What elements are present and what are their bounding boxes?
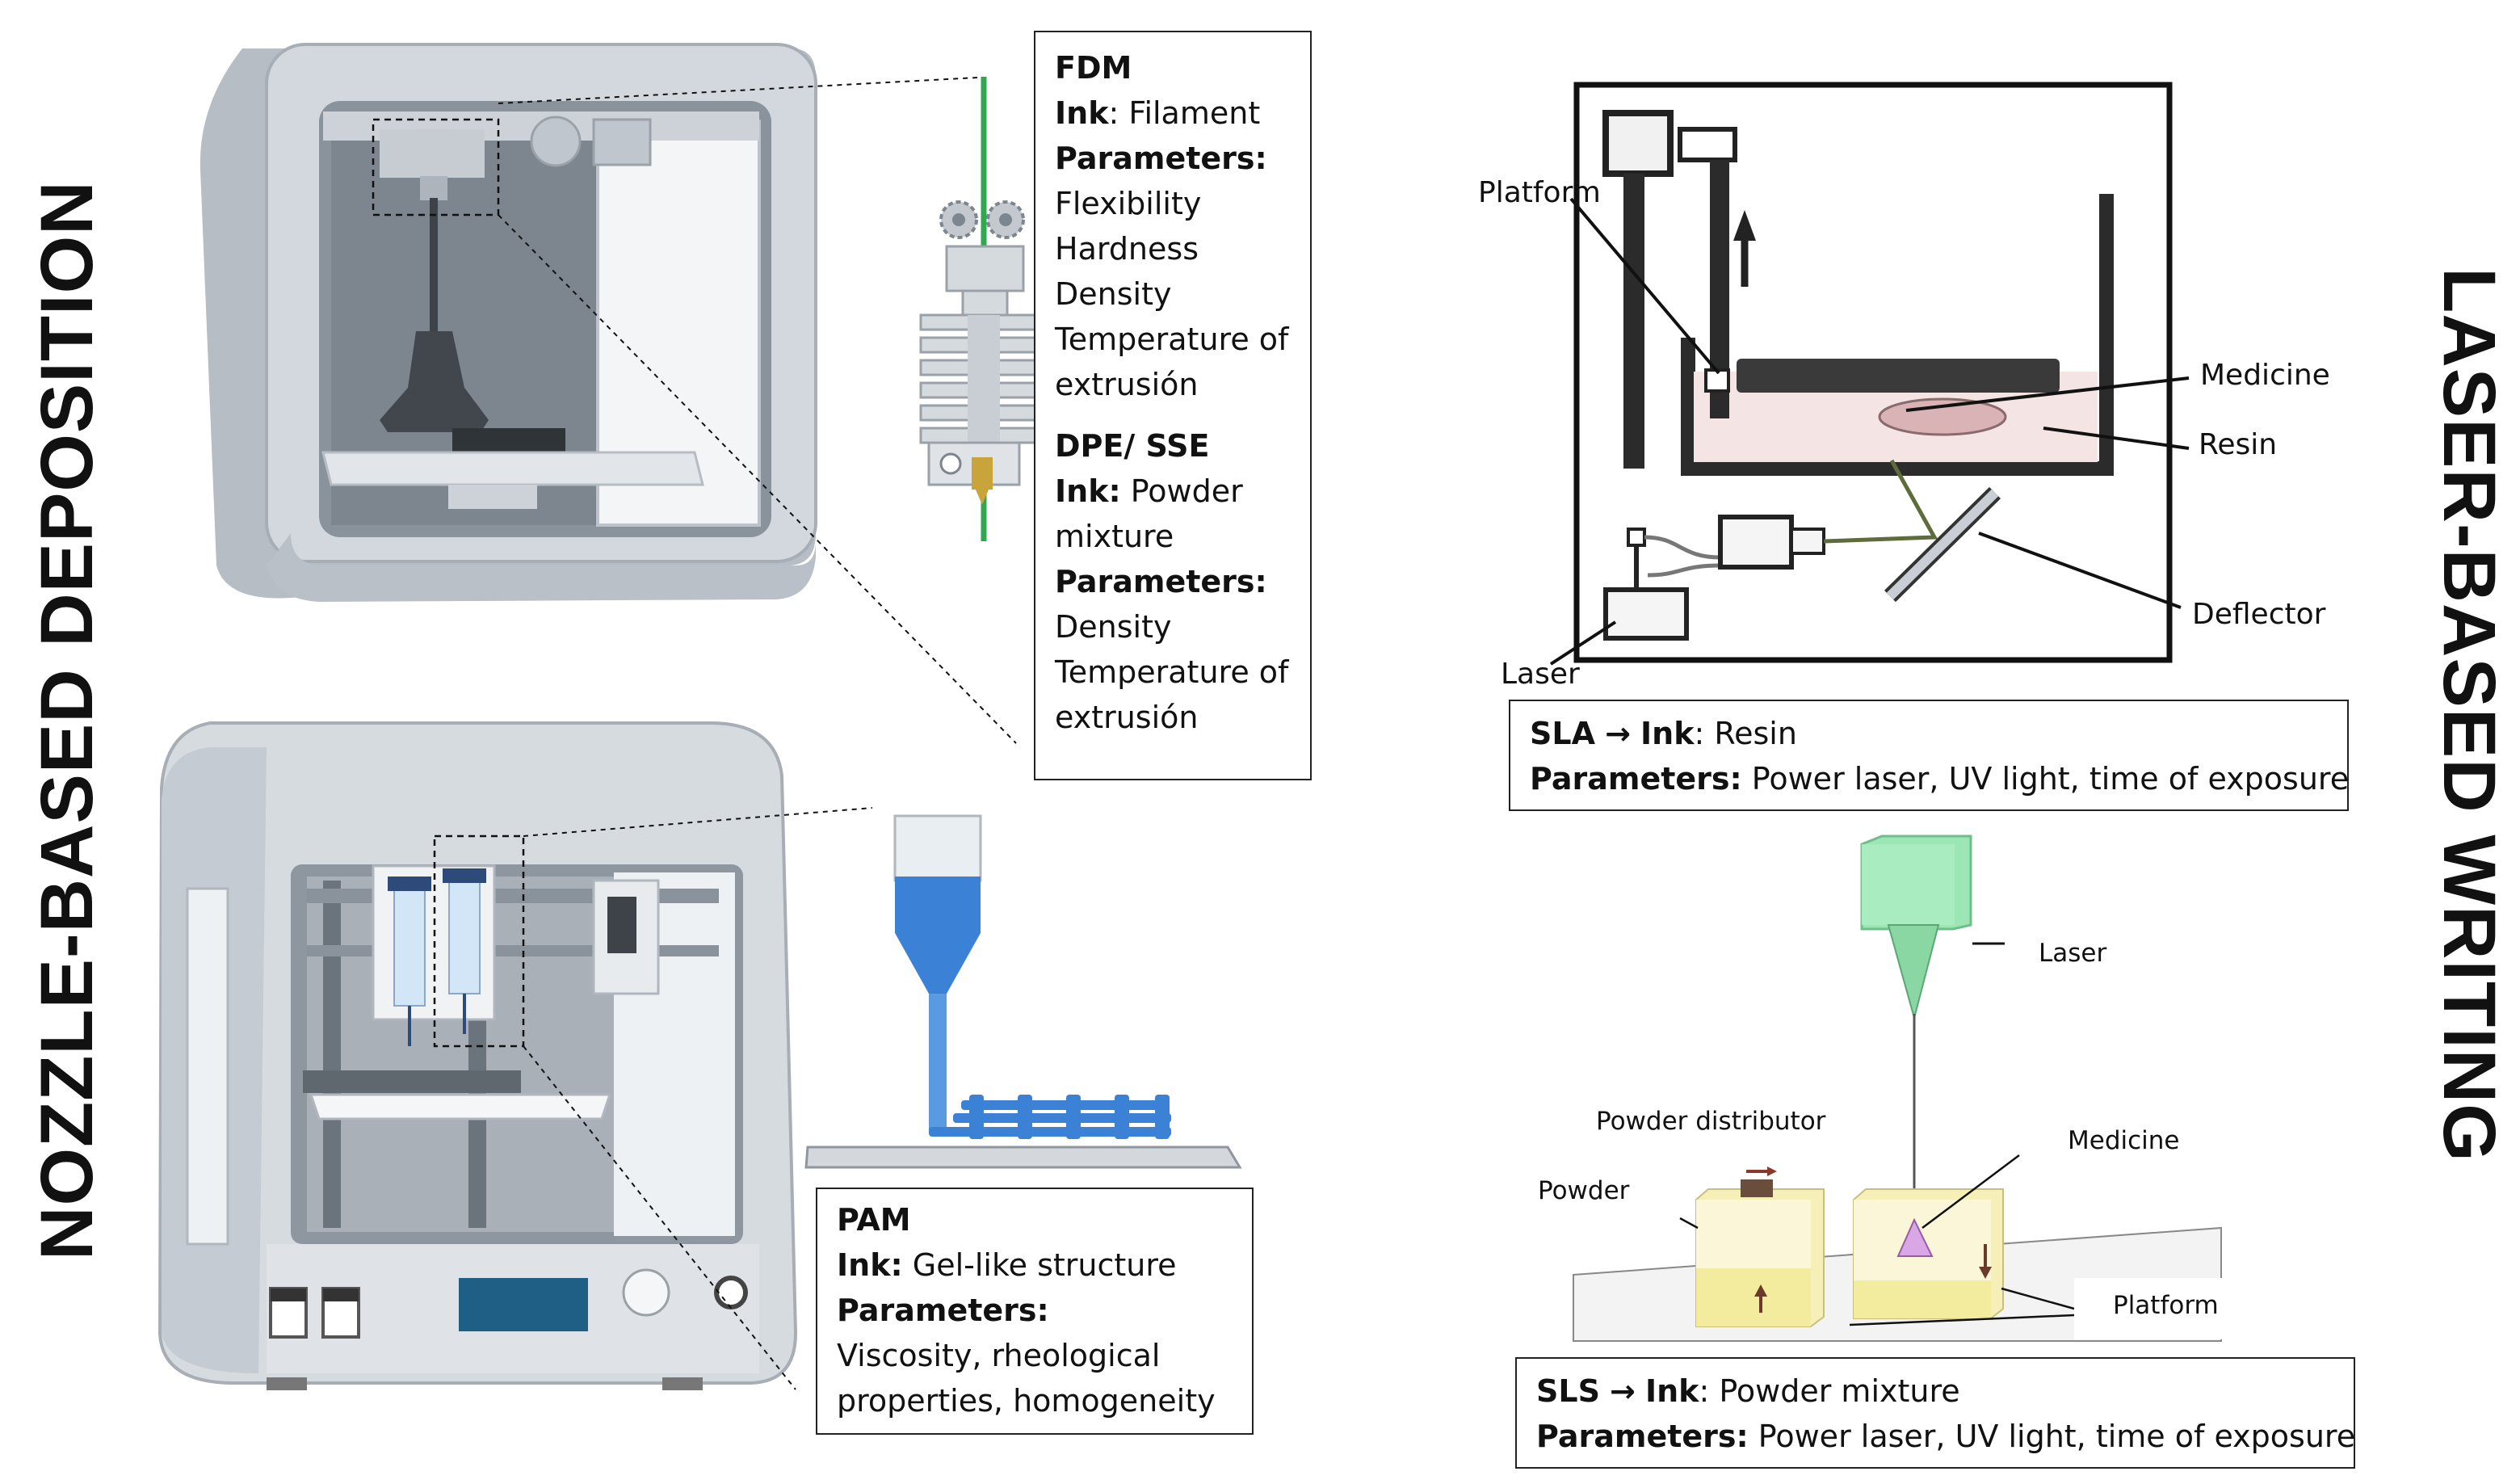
sla-title: SLA — [1530, 716, 1595, 751]
sla-platform-label: Platform — [1478, 176, 1601, 209]
sls-params-value: Power laser, UV light, time of exposure — [1748, 1419, 2356, 1454]
sla-params-label: Parameters: — [1530, 761, 1742, 797]
fdm-ink-label: Ink — [1055, 95, 1109, 131]
fdm-title: FDM — [1055, 50, 1132, 86]
sla-laser-label: Laser — [1501, 658, 1580, 691]
dpe-params-label: Parameters: — [1055, 564, 1267, 599]
dpe-param-2: extrusión — [1055, 700, 1199, 735]
sls-info-box: SLS → Ink: Powder mixture Parameters: Po… — [1515, 1357, 2355, 1469]
fdm-ink-line: Ink: Filament — [1055, 90, 1310, 136]
dpe-param-1: Temperature of — [1055, 654, 1289, 690]
pam-params-label: Parameters: — [837, 1293, 1049, 1328]
pam-ink-value: Gel-like structure — [902, 1247, 1177, 1283]
sls-powder-label: Powder — [1538, 1176, 1630, 1205]
sls-ink-label: Ink — [1644, 1373, 1699, 1409]
sls-diagram — [1573, 834, 2224, 1342]
fdm-params-label: Parameters: — [1055, 141, 1267, 176]
sls-title: SLS — [1536, 1373, 1600, 1409]
sls-laser-label: Laser — [2039, 939, 2107, 968]
sla-deflector-label: Deflector — [2192, 598, 2326, 631]
fdm-ink-value: : Filament — [1108, 95, 1261, 131]
dpe-title: DPE/ SSE — [1055, 428, 1210, 464]
fdm-param-1: Hardness — [1055, 231, 1199, 267]
sla-resin-label: Resin — [2199, 428, 2278, 461]
fdm-printer-illustration — [200, 43, 1017, 744]
dpe-param-0: Density — [1055, 609, 1172, 645]
sla-medicine-label: Medicine — [2200, 359, 2330, 392]
pam-printer-illustration — [158, 721, 873, 1390]
sla-arrow: → — [1605, 716, 1631, 751]
fdm-param-3: Temperature of — [1055, 322, 1289, 357]
fdm-param-0: Flexibility — [1055, 186, 1202, 221]
pam-title: PAM — [837, 1202, 911, 1238]
sls-params-line: Parameters: Power laser, UV light, time … — [1536, 1414, 2356, 1459]
pam-ink-line: Ink: Gel-like structure — [837, 1242, 1252, 1288]
sls-platform-label: Platform — [2113, 1291, 2219, 1320]
sla-ink-value: : Resin — [1694, 716, 1797, 751]
sla-params-value: Power laser, UV light, time of exposure — [1741, 761, 2350, 797]
pam-param-0: Viscosity, rheological — [837, 1338, 1161, 1373]
sls-medicine-label: Medicine — [2068, 1126, 2180, 1155]
sla-ink-label: Ink — [1640, 716, 1695, 751]
fdm-param-2: Density — [1055, 276, 1172, 312]
fdm-info-box: FDM Ink: Filament Parameters: Flexibilit… — [1034, 31, 1312, 780]
dpe-ink-line: Ink: Powder — [1055, 469, 1310, 514]
pam-info-box: PAM Ink: Gel-like structure Parameters: … — [816, 1188, 1254, 1435]
sla-diagram — [1549, 82, 2190, 666]
sls-arrow: → — [1610, 1373, 1636, 1409]
sls-ink-line: SLS → Ink: Powder mixture — [1536, 1368, 2354, 1414]
sla-params-line: Parameters: Power laser, UV light, time … — [1530, 756, 2350, 801]
dpe-ink-value: Powder — [1120, 473, 1243, 509]
sla-ink-line: SLA → Ink: Resin — [1530, 711, 2347, 756]
dpe-ink-value-2: mixture — [1055, 519, 1174, 554]
sls-ink-value: : Powder mixture — [1699, 1373, 1960, 1409]
fdm-param-4: extrusión — [1055, 367, 1199, 402]
sla-info-box: SLA → Ink: Resin Parameters: Power laser… — [1509, 700, 2349, 811]
dpe-ink-label: Ink: — [1055, 473, 1121, 509]
fdm-nozzle-detail — [919, 77, 1048, 541]
sls-powder-distributor-label: Powder distributor — [1596, 1107, 1826, 1136]
sls-params-label: Parameters: — [1536, 1419, 1749, 1454]
pam-nozzle-detail — [804, 814, 1242, 1169]
pam-ink-label: Ink: — [837, 1247, 903, 1283]
pam-param-1: properties, homogeneity — [837, 1383, 1216, 1419]
